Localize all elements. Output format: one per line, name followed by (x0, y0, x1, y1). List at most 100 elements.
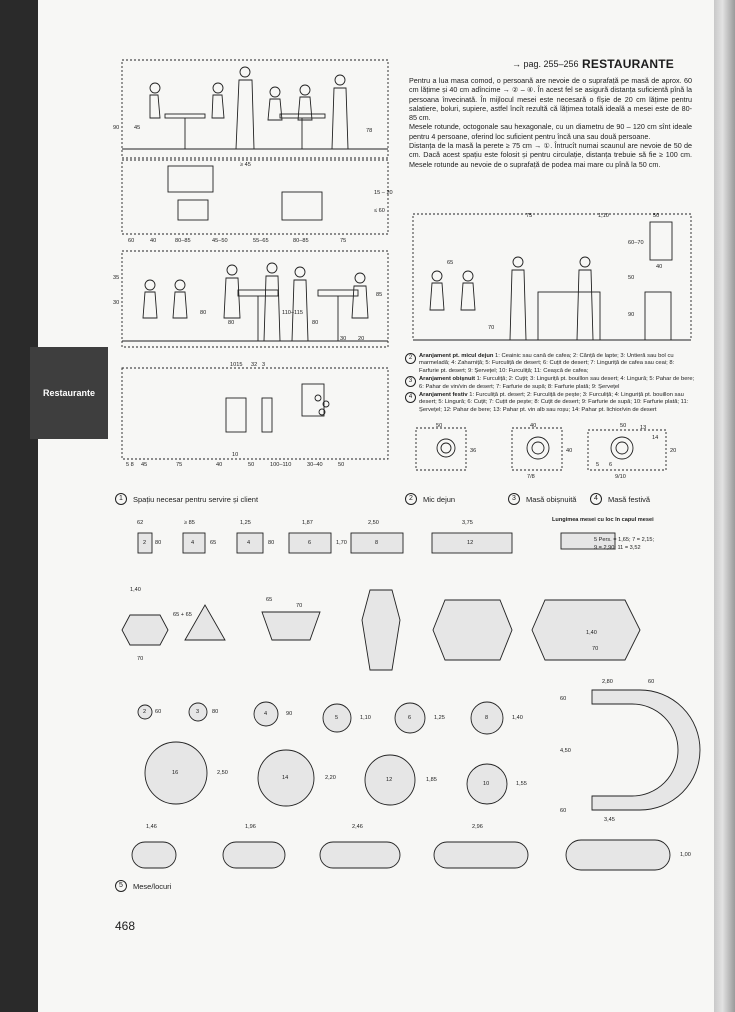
dimension-label: 10 (232, 452, 239, 458)
dimension-label: 70 (137, 656, 144, 662)
figure-number: 3 (508, 493, 520, 505)
seat-count: 6 (308, 540, 312, 546)
figure-caption: 3 Masă obișnuită (508, 493, 576, 505)
legend-item: 4 Aranjament festiv 1: Furculiță pt. des… (405, 392, 695, 414)
dimension-label: 4,50 (560, 748, 571, 754)
legend-item: 2 Aranjament pt. micul dejun 1: Ceainic … (405, 353, 695, 375)
dimension-label: 60–70 (628, 240, 644, 246)
caption-text: Masă obișnuită (526, 494, 577, 504)
dimension-label: 65 (210, 540, 217, 546)
plan-view-frame (121, 159, 389, 235)
body-text: Pentru a lua masa comod, o persoană are … (409, 76, 692, 169)
dimension-label: 80 (268, 540, 275, 546)
dimension-label: 45 (134, 125, 141, 131)
dimension-label: 7/8 (527, 474, 535, 480)
page-edge (714, 0, 735, 1012)
dimension-label: 1,85 (426, 777, 437, 783)
legend: 2 Aranjament pt. micul dejun 1: Ceainic … (405, 353, 695, 415)
figure-number: 1 (115, 493, 127, 505)
seat-count: 14 (282, 775, 289, 781)
dimension-label: 2,50 (368, 520, 379, 526)
dimension-label: 90 (628, 312, 635, 318)
dimension-label: 20 (670, 448, 677, 454)
dimension-label: 1015 (230, 362, 243, 368)
dimension-label: 3,45 (604, 817, 615, 823)
legend-description: 1: Furculiță; 2: Cuțit; 3: Linguriță pt.… (419, 376, 695, 390)
dimension-label: 50 (436, 423, 443, 429)
dimension-label: 75 (340, 238, 347, 244)
dimension-label: 55–65 (253, 238, 269, 244)
dimension-label: 40 (216, 462, 223, 468)
dimension-label: 80–85 (293, 238, 309, 244)
page-title: RESTAURANTE (582, 57, 674, 71)
dimension-label: 60 (560, 696, 567, 702)
caption-text: Mese/locuri (133, 881, 172, 891)
dimension-label: 40 (150, 238, 157, 244)
dimension-label: 70 (488, 325, 495, 331)
legend-description: 1: Ceainic sau cană de cafea; 2: Cănță d… (419, 353, 675, 374)
dimension-label: 1,00 (680, 852, 691, 858)
dimension-label: 1,46 (146, 824, 157, 830)
body-paragraph: Mesele rotunde, octogonale sau hexagonal… (409, 122, 692, 141)
dimension-label: 60 (648, 679, 655, 685)
dimension-label: 50 (628, 275, 635, 281)
table-length-row: 5 Pers. = 1,65; 7 = 2,15; (594, 537, 655, 543)
dimension-label: 110–115 (282, 310, 303, 316)
page-number: 468 (115, 919, 136, 933)
dimension-label: ≥ 85 (184, 520, 195, 526)
dimension-label: 1,40 (586, 630, 597, 636)
dimension-label: 90 (113, 125, 120, 131)
seat-count: 8 (375, 540, 379, 546)
seat-count: 2 (143, 709, 147, 715)
legend-title: Aranjament festiv (419, 392, 468, 399)
figure-number: 4 (590, 493, 602, 505)
dimension-label: 30–40 (307, 462, 323, 468)
polygon-tables (121, 589, 641, 671)
dimension-label: 50 (620, 423, 627, 429)
dimension-label: 90 (286, 711, 293, 717)
seat-count: 2 (143, 540, 147, 546)
dimension-label: 30 (340, 336, 347, 342)
seat-count: 8 (485, 715, 489, 721)
seat-count: 10 (483, 781, 490, 787)
table-length-title: Lungimea mesei cu loc în capul mesei (552, 517, 654, 523)
legend-title: Aranjament obișnuit (419, 376, 476, 383)
dimension-label: 70 (592, 646, 599, 652)
dimension-label: 1,55 (516, 781, 527, 787)
dimension-label: 2,46 (352, 824, 363, 830)
bar-section-frame (121, 250, 389, 348)
dimension-label: 2,50 (217, 770, 228, 776)
dimension-label: 1,40 (512, 715, 523, 721)
legend-number: 2 (405, 353, 416, 364)
figure-caption: 1 Spațiu necesar pentru servire și clien… (115, 493, 258, 505)
dimension-label: 30 (113, 300, 120, 306)
dimension-label: 9/10 (615, 474, 626, 480)
dimension-label: 6 (609, 462, 613, 468)
dimension-label: 75 (176, 462, 183, 468)
seat-count: 6 (408, 715, 412, 721)
dimension-label: 40 (566, 448, 573, 454)
seat-count: 3 (196, 709, 200, 715)
round-tables (137, 701, 508, 807)
dimension-label: 40 (530, 423, 537, 429)
figure-caption: 4 Masă festivă (590, 493, 650, 505)
dimension-label: 65 (266, 597, 273, 603)
dimension-label: 2,80 (602, 679, 613, 685)
dimension-label: 100–110 (270, 462, 292, 468)
dimension-label: 85 (376, 292, 383, 298)
oval-tables (131, 839, 671, 871)
wall-distance-frame (412, 213, 692, 341)
caption-text: Spațiu necesar pentru servire și client (133, 494, 259, 504)
dimension-label: 78 (366, 128, 373, 134)
figure-caption: 2 Mic dejun (405, 493, 455, 505)
dimension-label: 32 (251, 362, 258, 368)
seat-count: 12 (386, 777, 393, 783)
dimension-label: 50 (248, 462, 255, 468)
seat-count: 4 (191, 540, 195, 546)
dimension-label: 62 (137, 520, 144, 526)
dimension-label: 65 + 65 (173, 612, 192, 618)
seat-count: 4 (264, 711, 268, 717)
dimension-label: 1,70 (336, 540, 347, 546)
dimension-label: 35 (113, 275, 120, 281)
